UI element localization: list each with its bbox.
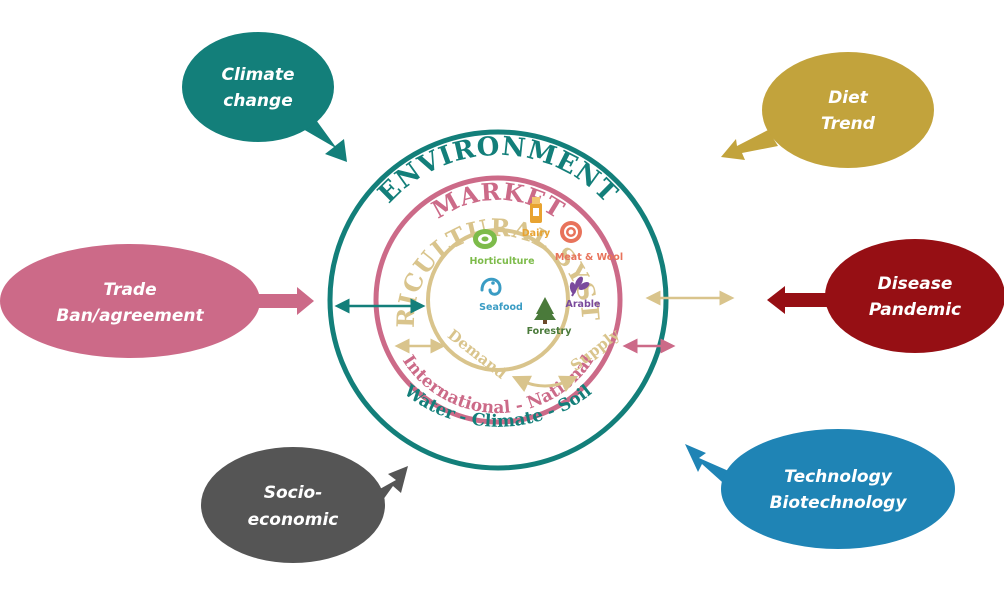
forestry-icon	[534, 297, 556, 324]
socio-economic-oval	[201, 447, 385, 563]
driver-trade: Trade Ban/agreement	[0, 244, 314, 358]
svg-text:Seafood: Seafood	[479, 302, 523, 313]
svg-text:Horticulture: Horticulture	[469, 256, 534, 267]
supply-label: Supply	[567, 325, 624, 375]
socio-economic-line2: economic	[248, 510, 339, 530]
disease-pandemic-oval	[825, 239, 1004, 353]
diet-trend-oval	[762, 52, 934, 168]
trade-line1: Trade	[103, 280, 156, 300]
demand-supply-arrow	[511, 375, 579, 393]
climate-change-oval	[182, 32, 334, 142]
driver-diet-trend: Diet Trend	[721, 52, 934, 168]
socio-economic-line1: Socio-	[264, 483, 323, 503]
dairy-icon	[530, 197, 542, 223]
trade-oval	[0, 244, 260, 358]
arable-icon	[569, 276, 590, 297]
horticulture-icon	[473, 229, 497, 249]
sector-meat-wool: Meat & Wool	[555, 221, 623, 263]
driver-climate-change: Climate change	[182, 32, 347, 162]
diet-trend-line2: Trend	[821, 114, 876, 134]
disease-pandemic-arrow	[767, 286, 830, 314]
sector-arable: Arable	[566, 276, 601, 310]
sector-dairy: Dairy	[522, 197, 551, 239]
trade-line2: Ban/agreement	[56, 306, 204, 326]
driver-technology: Technology Biotechnology	[685, 429, 955, 549]
technology-line1: Technology	[784, 467, 893, 487]
seafood-icon	[480, 277, 502, 296]
diet-trend-line1: Diet	[828, 88, 868, 108]
technology-line2: Biotechnology	[770, 493, 908, 513]
svg-text:Meat & Wool: Meat & Wool	[555, 252, 623, 263]
meat-wool-icon	[560, 221, 582, 243]
diet-trend-arrow	[721, 130, 778, 160]
driver-disease-pandemic: Disease Pandemic	[767, 239, 1004, 353]
agricultural-ring	[426, 228, 570, 372]
climate-change-line2: change	[223, 91, 292, 111]
trade-arrow	[250, 287, 314, 315]
disease-pandemic-line2: Pandemic	[869, 300, 961, 320]
svg-text:Arable: Arable	[566, 299, 601, 310]
driver-socio-economic: Socio- economic	[201, 447, 408, 563]
disease-pandemic-line1: Disease	[878, 274, 953, 294]
technology-oval	[721, 429, 955, 549]
sector-horticulture: Horticulture	[469, 229, 535, 267]
climate-change-line1: Climate	[222, 65, 295, 85]
svg-text:Dairy: Dairy	[522, 228, 551, 239]
sector-seafood: Seafood	[479, 277, 523, 313]
svg-text:Forestry: Forestry	[527, 326, 573, 337]
sector-forestry: Forestry	[527, 297, 573, 337]
